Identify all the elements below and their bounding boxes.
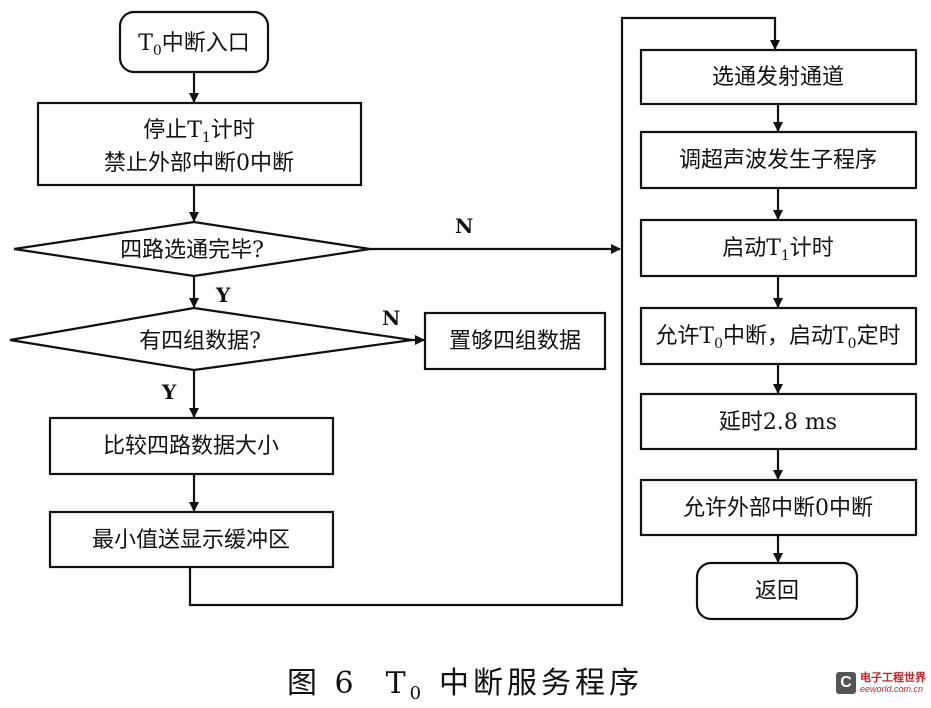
watermark-cn: 电子工程世界 <box>860 672 926 684</box>
svg-text:T0中断入口: T0中断入口 <box>138 31 250 59</box>
node-start-t1: 启动T1计时 <box>639 218 918 278</box>
node-return: 返回 <box>695 561 859 621</box>
svg-text:允许外部中断0中断: 允许外部中断0中断 <box>683 496 873 521</box>
svg-text:有四组数据?: 有四组数据? <box>139 329 261 354</box>
label-y2: Y <box>161 380 177 404</box>
svg-text:启动T1计时: 启动T1计时 <box>722 236 834 264</box>
node-enable-ext0: 允许外部中断0中断 <box>639 478 918 537</box>
node-start: T0中断入口 <box>118 10 270 74</box>
svg-text:选通发射通道: 选通发射通道 <box>712 65 844 90</box>
svg-text:允许T0中断，启动T0定时: 允许T0中断，启动T0定时 <box>655 324 900 352</box>
node-call-ultrasonic: 调超声波发生子程序 <box>639 130 918 190</box>
svg-text:最小值送显示缓冲区: 最小值送显示缓冲区 <box>92 528 290 553</box>
node-set-four-groups: 置够四组数据 <box>423 311 607 371</box>
connectors <box>188 16 783 607</box>
svg-text:四路选通完毕?: 四路选通完毕? <box>120 238 264 263</box>
svg-text:置够四组数据: 置够四组数据 <box>449 329 581 354</box>
watermark-icon: C <box>836 672 856 694</box>
svg-text:延时2.8 ms: 延时2.8 ms <box>719 410 837 435</box>
label-n2: N <box>382 306 400 330</box>
node-stop-t1: 停止T1计时 禁止外部中断0中断 <box>36 101 363 187</box>
svg-text:调超声波发生子程序: 调超声波发生子程序 <box>679 148 877 173</box>
decision-four-groups: 有四组数据? <box>9 306 413 372</box>
node-delay: 延时2.8 ms <box>639 392 918 451</box>
node-compare: 比较四路数据大小 <box>48 416 335 476</box>
node-select-channel: 选通发射通道 <box>639 48 918 106</box>
watermark-en: eeworld.com.cn <box>860 684 924 694</box>
label-n1: N <box>455 214 473 238</box>
eeworld-watermark-logo: C 电子工程世界 eeworld.com.cn <box>836 668 928 702</box>
svg-text:停止T1计时: 停止T1计时 <box>143 118 255 146</box>
svg-text:禁止外部中断0中断: 禁止外部中断0中断 <box>104 151 294 176</box>
svg-text:返回: 返回 <box>755 579 799 604</box>
decision-four-paths: 四路选通完毕? <box>13 220 371 278</box>
node-min-to-buffer: 最小值送显示缓冲区 <box>48 510 335 569</box>
loop-arrow <box>188 16 780 607</box>
svg-text:比较四路数据大小: 比较四路数据大小 <box>103 434 279 459</box>
node-enable-t0: 允许T0中断，启动T0定时 <box>639 306 918 366</box>
label-y1: Y <box>215 283 231 307</box>
